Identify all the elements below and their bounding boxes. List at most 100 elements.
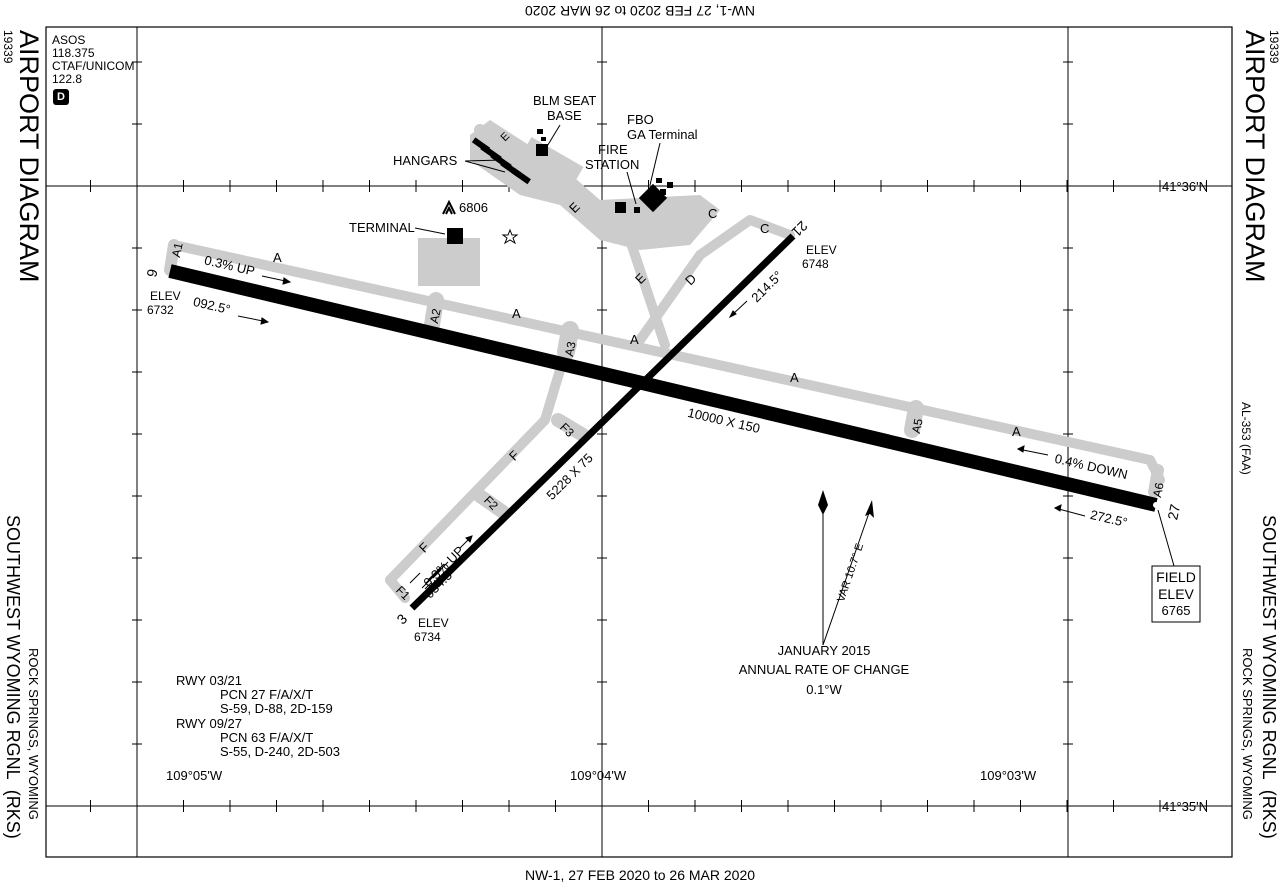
left-airport-name: SOUTHWEST WYOMING RGNL (RKS) — [3, 515, 23, 839]
hangar-5 — [511, 167, 531, 185]
terminal-building — [447, 228, 463, 244]
true-north-arrow — [818, 490, 828, 515]
taxiway-label-a2: A2 — [426, 307, 444, 325]
aprons — [418, 120, 720, 286]
right-airport-id: (RKS) — [1259, 789, 1279, 839]
obstacle-symbol — [442, 199, 456, 215]
pcn-rwy1: RWY 03/21 — [176, 673, 243, 688]
left-location: ROCK SPRINGS, WYOMING — [26, 648, 41, 820]
taxiway-f — [385, 340, 577, 585]
taxiway-a2 — [424, 292, 444, 333]
magvar-line1: JANUARY 2015 — [777, 643, 871, 658]
lon-mid-label: 109°04'W — [570, 768, 627, 783]
fbo-label-1: FBO — [627, 112, 654, 127]
fire-small — [634, 207, 640, 213]
magnetic-north-arrow — [865, 500, 874, 518]
magvar-line3: 0.1°W — [806, 682, 842, 697]
asos-label: ASOS — [52, 33, 86, 47]
lon-west-label: 109°05'W — [166, 768, 223, 783]
al-number: AL-353 (FAA) — [1239, 402, 1253, 475]
right-airport-name: SOUTHWEST WYOMING RGNL (RKS) — [1259, 515, 1279, 839]
asos-freq: 118.375 — [52, 46, 95, 60]
runway-03-21 — [409, 233, 796, 611]
left-name-text: SOUTHWEST WYOMING RGNL — [3, 515, 23, 780]
taxiway-a1 — [164, 239, 180, 276]
rwy-21-elev-label: ELEV — [806, 243, 837, 257]
beacon-star — [501, 228, 519, 245]
taxiway-a5 — [904, 400, 924, 438]
taxiway-label-a5: A5 — [908, 417, 926, 435]
rwy-03-elev-label: ELEV — [418, 616, 449, 630]
fire-station-building — [615, 202, 626, 213]
pcn-rwy1-pcn: PCN 27 F/A/X/T — [220, 687, 314, 702]
terminal-label: TERMINAL — [349, 220, 415, 235]
north-arrows — [818, 490, 874, 646]
taxiway-label-a-3: A — [630, 332, 639, 347]
rwy-21-elev: 6748 — [802, 257, 829, 271]
runway-09-27 — [168, 264, 1158, 512]
ctaf-freq: 122.8 — [52, 72, 83, 86]
rwy-03-elev: 6734 — [414, 630, 441, 644]
field-elev-line2: ELEV — [1158, 586, 1194, 602]
fbo-small-2 — [667, 182, 673, 188]
heading-arrows — [237, 275, 1086, 590]
map-frame — [45, 26, 1233, 858]
taxiway-label-a6: A6 — [1149, 481, 1167, 499]
taxiway-f2 — [473, 489, 510, 519]
pcn-rwy1-weights: S-59, D-88, 2D-159 — [220, 701, 333, 716]
blm-small-1 — [537, 129, 543, 134]
taxiway-c-d — [635, 215, 795, 345]
lat-south-label: 41°35'N — [1162, 799, 1208, 814]
field-elev-line1: FIELD — [1156, 569, 1196, 585]
taxiway-label-a3: A3 — [561, 340, 579, 358]
fbo-small-3 — [660, 189, 666, 195]
right-airport-title: AIRPORT DIAGRAM — [1240, 30, 1270, 283]
bottom-validity: NW-1, 27 FEB 2020 to 26 MAR 2020 — [524, 867, 756, 883]
pcn-rwy2: RWY 09/27 — [176, 716, 243, 731]
left-airport-title: AIRPORT DIAGRAM — [14, 30, 44, 283]
taxiway-label-a-5: A — [1012, 424, 1021, 439]
buildings — [447, 129, 673, 244]
ctaf-label: CTAF/UNICOM — [52, 59, 135, 73]
taxiway-label-a1: A1 — [168, 241, 186, 259]
left-airport-id: (RKS) — [3, 789, 23, 839]
taxiway-label-a-2: A — [512, 306, 521, 321]
fire-label-1: FIRE — [598, 142, 628, 157]
d-atis-badge: D — [53, 89, 69, 105]
fbo-small-1 — [656, 178, 662, 183]
fbo-label-2: GA Terminal — [627, 127, 698, 142]
taxiway-label-a-4: A — [790, 370, 799, 385]
fire-label-2: STATION — [585, 157, 640, 172]
lon-east-label: 109°03'W — [980, 768, 1037, 783]
taxiway-f3 — [551, 413, 590, 442]
obstacle-elev: 6806 — [459, 200, 488, 215]
right-name-text: SOUTHWEST WYOMING RGNL — [1259, 515, 1279, 780]
field-elev-box — [1151, 565, 1201, 623]
right-location: ROCK SPRINGS, WYOMING — [1240, 648, 1255, 820]
pcn-rwy2-weights: S-55, D-240, 2D-503 — [220, 744, 340, 759]
rwy-09-elev-label: ELEV — [150, 289, 181, 303]
right-chart-number: 19339 — [1267, 30, 1280, 64]
taxiway-e-south — [625, 235, 670, 350]
left-chart-number: 19339 — [1, 30, 15, 64]
field-elev-point — [1153, 502, 1159, 508]
taxiway-a6 — [1148, 464, 1164, 498]
rwy-27-number: 27 — [1164, 502, 1184, 522]
blm-label-2: BASE — [547, 108, 582, 123]
field-elev-value: 6765 — [1161, 603, 1191, 618]
rwy-09-elev: 6732 — [147, 303, 174, 317]
magvar-line2: ANNUAL RATE OF CHANGE — [738, 662, 910, 677]
hangars-label: HANGARS — [393, 153, 458, 168]
pcn-rwy2-pcn: PCN 63 F/A/X/T — [220, 730, 314, 745]
blm-small-2 — [541, 137, 546, 141]
hangar-apron — [516, 137, 584, 193]
blm-building — [536, 144, 548, 156]
blm-label-1: BLM SEAT — [533, 93, 597, 108]
lat-north-label: 41°36'N — [1162, 179, 1208, 194]
taxiway-label-a-1: A — [273, 250, 282, 265]
taxiway-label-c-2: C — [760, 221, 770, 236]
terminal-apron — [418, 238, 480, 286]
leader-lines — [414, 124, 1175, 567]
